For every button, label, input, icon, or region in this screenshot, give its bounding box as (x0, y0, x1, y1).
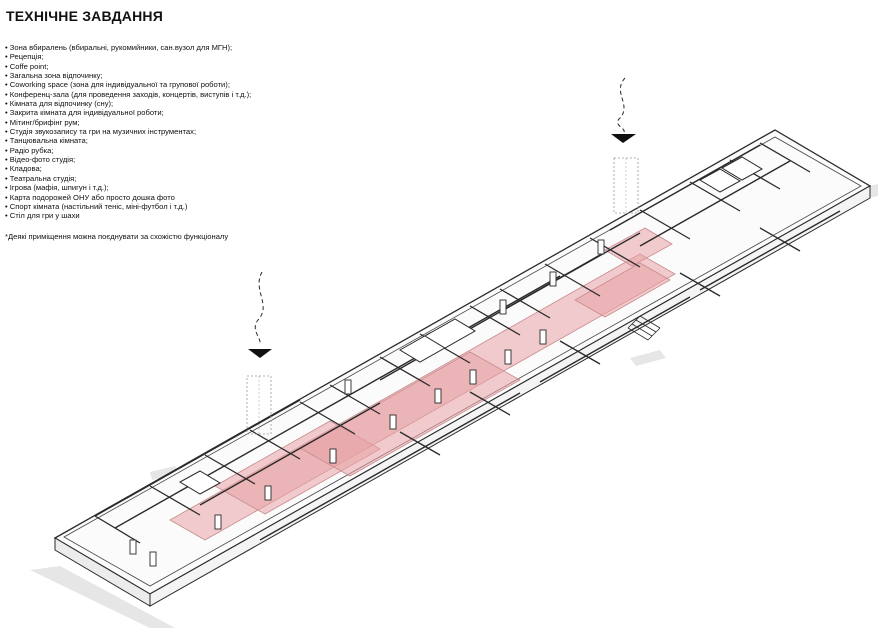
page-title: ТЕХНІЧНЕ ЗАВДАННЯ (6, 8, 163, 24)
requirement-item: Карта подорожей ОНУ або просто дошка фот… (5, 193, 251, 202)
requirement-item: Відео-фото студія; (5, 155, 251, 164)
staircase (627, 315, 661, 341)
requirement-item: Мітинг/брифінг рум; (5, 118, 251, 127)
small-rooms (178, 156, 764, 495)
highlighted-spaces (169, 227, 676, 541)
requirements-list: Зона вбиралень (вбиральні, рукомийники, … (5, 43, 251, 221)
entrance-left (246, 271, 272, 435)
requirement-item: Спорт кімната (настільний теніс, міні-фу… (5, 202, 251, 211)
requirement-item: Стіл для гри у шахи (5, 211, 251, 220)
requirement-item: Студія звукозапису та гри на музичних ін… (5, 127, 251, 136)
entrance-arrow-icon (248, 349, 272, 358)
conference-zone (299, 351, 521, 477)
footnote: *Деякі приміщення можна поєднувати за сх… (5, 232, 229, 241)
requirement-item: Театральна студія; (5, 174, 251, 183)
requirement-item: Coffe point; (5, 62, 251, 71)
requirement-item: Радіо рубка; (5, 146, 251, 155)
requirement-item: Кладова; (5, 164, 251, 173)
requirement-item: Загальна зона відпочинку; (5, 71, 251, 80)
entrance-right (611, 77, 639, 214)
lounge-zone (574, 262, 671, 318)
requirement-item: Ігрова (мафія, шпигун і т.д.); (5, 183, 251, 192)
requirement-item: Танцювальна кімната; (5, 136, 251, 145)
columns (129, 239, 605, 567)
requirement-item: Рецепція; (5, 52, 251, 61)
requirement-item: Зона вбиралень (вбиральні, рукомийники, … (5, 43, 251, 52)
requirement-item: Кімната для відпочинку (сну); (5, 99, 251, 108)
requirement-item: Конференц-зала (для проведення заходів, … (5, 90, 251, 99)
requirement-item: Coworking space (зона для індивідуальної… (5, 80, 251, 89)
entrance-arrow-icon (611, 134, 636, 143)
requirement-item: Закрита кімната для індивідуальної робот… (5, 108, 251, 117)
